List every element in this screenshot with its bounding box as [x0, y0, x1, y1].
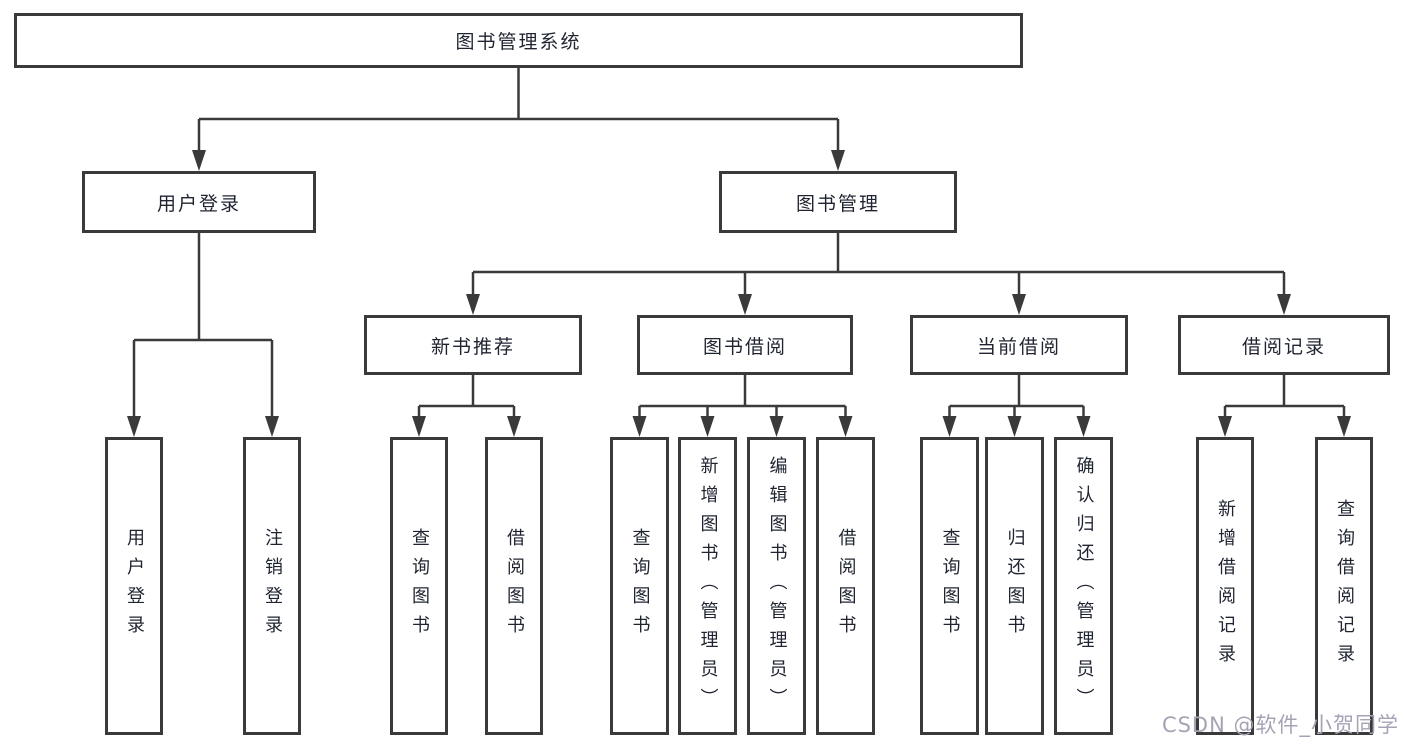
node-user-login: 用户登录: [82, 171, 316, 233]
arrowhead-icon: [769, 416, 784, 437]
node-label-bb-query: 查询图书: [629, 528, 651, 644]
node-cb-query: 查询图书: [920, 437, 979, 735]
node-label-br-add: 新增借阅记录: [1215, 499, 1236, 673]
node-label-bb-borrow: 借阅图书: [835, 528, 857, 644]
arrowhead-icon: [942, 416, 957, 437]
arrowhead-icon: [1007, 416, 1022, 437]
node-current-borrow: 当前借阅: [910, 315, 1128, 375]
arrowhead-icon: [1337, 416, 1351, 437]
node-label-cb-confirm: 确认归还（管理员）: [1073, 455, 1095, 717]
node-label-nbr-query: 查询图书: [409, 528, 430, 644]
node-label-ul-logout: 注销登录: [262, 528, 283, 644]
node-br-add: 新增借阅记录: [1196, 437, 1254, 735]
node-label-cb-return: 归还图书: [1004, 528, 1026, 644]
node-label-br-query: 查询借阅记录: [1334, 499, 1355, 673]
node-bb-borrow: 借阅图书: [816, 437, 875, 735]
arrowhead-icon: [738, 294, 752, 315]
arrowhead-icon: [1076, 416, 1091, 437]
node-cb-confirm: 确认归还（管理员）: [1054, 437, 1113, 735]
node-ul-login: 用户登录: [105, 437, 163, 735]
node-label-root: 图书管理系统: [455, 31, 582, 53]
node-bb-query: 查询图书: [610, 437, 669, 735]
arrowhead-icon: [831, 150, 845, 171]
node-book-mgmt: 图书管理: [719, 171, 957, 233]
node-root: 图书管理系统: [14, 13, 1023, 68]
arrowhead-icon: [632, 416, 647, 437]
arrowhead-icon: [700, 416, 715, 437]
node-label-user-login: 用户登录: [156, 192, 241, 215]
node-label-bb-add: 新增图书（管理员）: [697, 455, 719, 717]
arrowhead-icon: [1012, 294, 1026, 315]
arrowhead-icon: [838, 416, 853, 437]
node-label-book-borrow: 图书借阅: [702, 335, 787, 358]
node-nbr-query: 查询图书: [390, 437, 448, 735]
arrowhead-icon: [127, 416, 141, 437]
node-ul-logout: 注销登录: [243, 437, 301, 735]
node-label-borrow-record: 借阅记录: [1241, 335, 1326, 358]
node-nbr-borrow: 借阅图书: [485, 437, 543, 735]
node-label-cb-query: 查询图书: [939, 528, 961, 644]
arrowhead-icon: [192, 150, 206, 171]
node-br-query: 查询借阅记录: [1315, 437, 1373, 735]
node-borrow-record: 借阅记录: [1178, 315, 1390, 375]
arrowhead-icon: [1277, 294, 1291, 315]
node-label-ul-login: 用户登录: [124, 528, 145, 644]
arrowhead-icon: [412, 416, 426, 437]
arrowhead-icon: [466, 294, 480, 315]
node-label-new-book-rec: 新书推荐: [430, 335, 515, 358]
node-label-nbr-borrow: 借阅图书: [504, 528, 525, 644]
node-label-current-borrow: 当前借阅: [976, 335, 1061, 358]
arrowhead-icon: [507, 416, 521, 437]
node-book-borrow: 图书借阅: [637, 315, 853, 375]
arrowhead-icon: [265, 416, 279, 437]
node-label-book-mgmt: 图书管理: [795, 192, 880, 215]
node-bb-edit: 编辑图书（管理员）: [747, 437, 806, 735]
node-new-book-rec: 新书推荐: [364, 315, 582, 375]
node-bb-add: 新增图书（管理员）: [678, 437, 737, 735]
node-label-bb-edit: 编辑图书（管理员）: [766, 455, 788, 717]
arrowhead-icon: [1218, 416, 1232, 437]
node-cb-return: 归还图书: [985, 437, 1044, 735]
